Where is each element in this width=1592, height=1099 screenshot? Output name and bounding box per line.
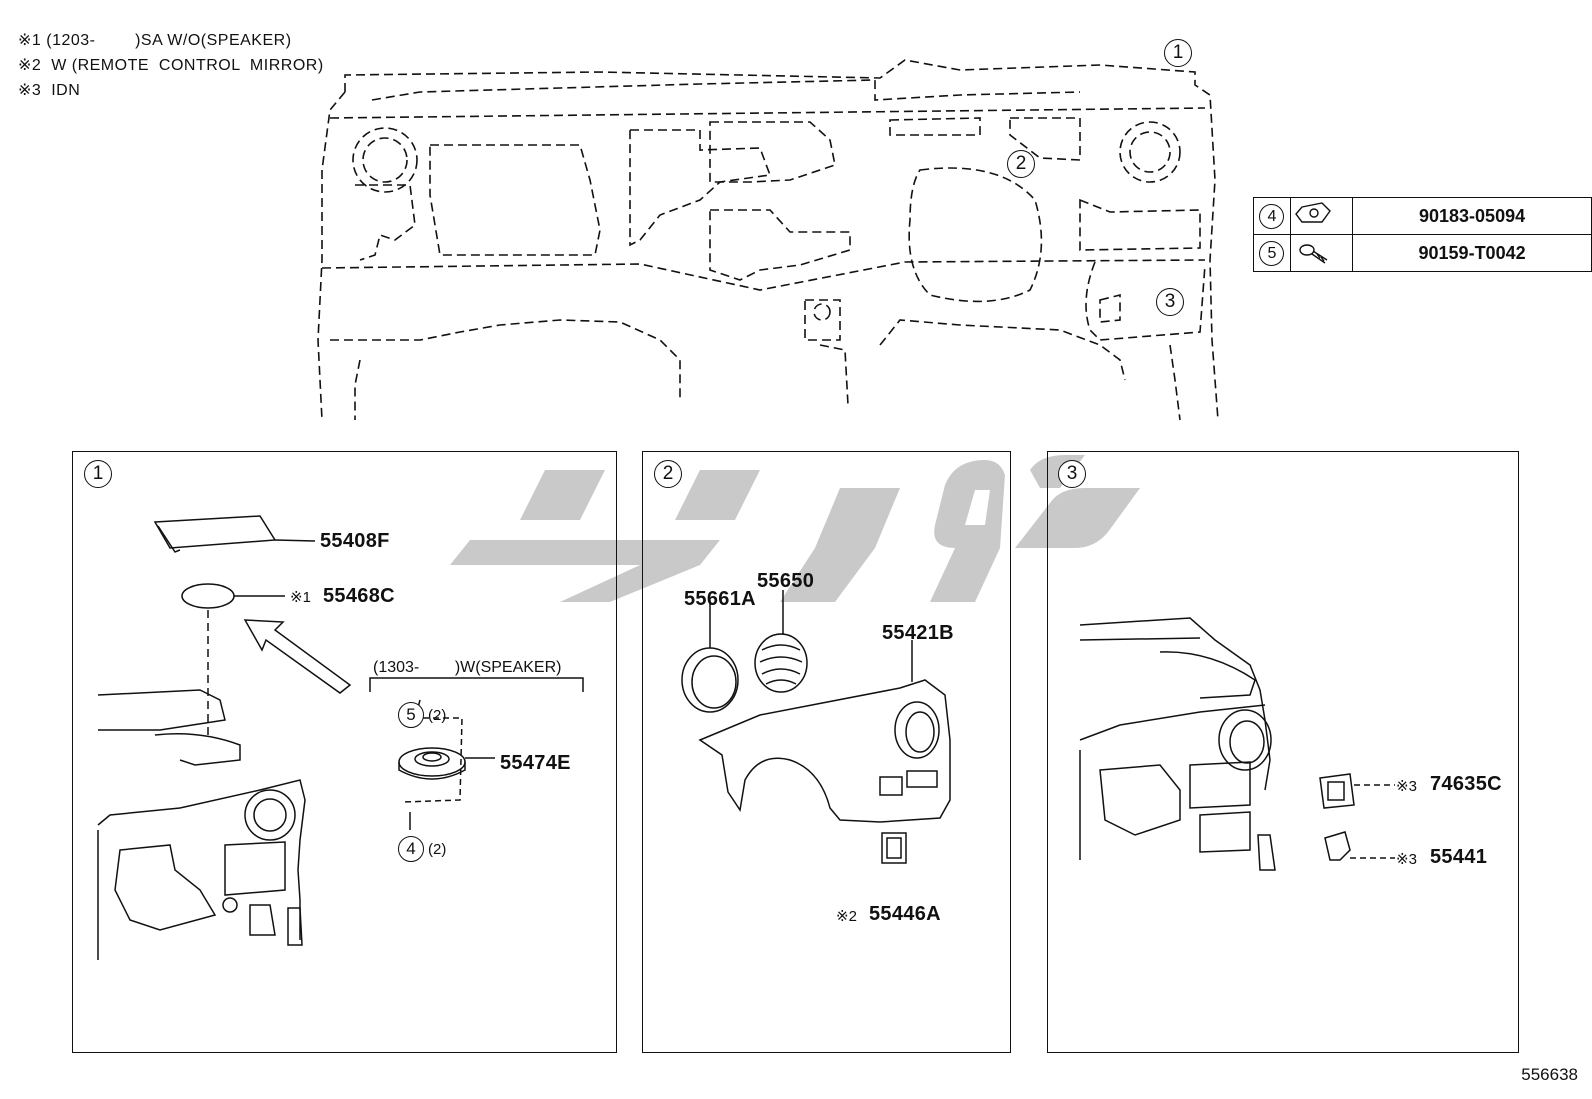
- ref-4-qty: (2): [428, 841, 447, 858]
- part-label-55421B[interactable]: 55421B: [882, 622, 954, 644]
- table-icon-cell: [1289, 234, 1354, 272]
- ref-5: 5: [398, 702, 424, 728]
- part-label-55474E[interactable]: 55474E: [500, 752, 571, 774]
- table-row: 5 90159-T0042: [1253, 234, 1592, 272]
- panel-3-drawing: [1079, 617, 1395, 871]
- panel-1: [72, 451, 617, 1053]
- footnote-1: ※1 (1203- )SA W/O(SPEAKER): [18, 32, 292, 49]
- part-label-55446A[interactable]: 55446A: [869, 903, 941, 925]
- callout-3-overview: 3: [1156, 288, 1184, 316]
- table-row: 4 90183-05094: [1253, 197, 1592, 235]
- fastener-table: 4 90183-05094 5 90159-T0042: [1253, 197, 1592, 272]
- table-part-number: 90183-05094: [1352, 197, 1592, 235]
- part-label-55441[interactable]: 55441: [1430, 846, 1488, 868]
- part-label-55408F[interactable]: 55408F: [320, 530, 390, 552]
- callout-2-overview: 2: [1007, 150, 1035, 178]
- part-label-55650[interactable]: 55650: [757, 570, 815, 592]
- panel-2-drawing: [681, 590, 951, 864]
- ref-4: 4: [398, 836, 424, 862]
- part-label-55468C[interactable]: 55468C: [323, 585, 395, 607]
- callout-1-overview: 1: [1164, 39, 1192, 67]
- panel-3-number: 3: [1058, 460, 1086, 488]
- watermark-logo: [450, 455, 1140, 602]
- table-icon-cell: [1289, 197, 1354, 235]
- dashboard-overview-outline: [317, 59, 1219, 421]
- panel-3: [1047, 451, 1519, 1053]
- panel-1-drawing: [97, 515, 584, 960]
- note-mark: ※3: [1396, 778, 1417, 795]
- ref-5-qty: (2): [428, 707, 447, 724]
- footnote-3: ※3 IDN: [18, 82, 81, 99]
- table-ref: 5: [1259, 240, 1285, 266]
- footnote-2: ※2 W (REMOTE CONTROL MIRROR): [18, 57, 324, 74]
- panel-2: [642, 451, 1011, 1053]
- panel-2-number: 2: [654, 460, 682, 488]
- part-label-55661A[interactable]: 55661A: [684, 588, 756, 610]
- panel-1-number: 1: [84, 460, 112, 488]
- table-part-number: 90159-T0042: [1352, 234, 1592, 272]
- note-mark: ※2: [836, 908, 857, 925]
- note-mark: ※1: [290, 589, 311, 606]
- speaker-variant-header: (1303- )W(SPEAKER): [373, 659, 562, 676]
- figure-number: 556638: [1521, 1065, 1578, 1084]
- part-label-74635C[interactable]: 74635C: [1430, 773, 1502, 795]
- table-ref: 4: [1259, 203, 1285, 229]
- note-mark: ※3: [1396, 851, 1417, 868]
